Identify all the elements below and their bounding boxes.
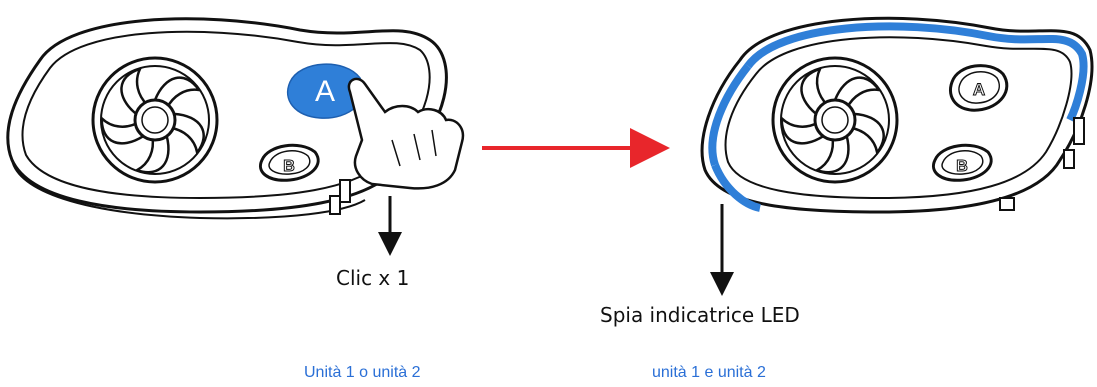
right-button-b: B <box>932 143 993 182</box>
left-caption: Unità 1 o unità 2 <box>304 364 421 381</box>
right-caption: unità 1 e unità 2 <box>652 364 766 381</box>
right-side-buttons <box>999 117 1085 211</box>
left-device: A B <box>6 17 465 256</box>
led-indicator-label: Spia indicatrice LED <box>600 303 800 327</box>
left-button-a-label: A <box>315 75 335 108</box>
right-button-b-label: B <box>956 158 968 175</box>
left-side-buttons <box>329 179 351 215</box>
left-button-b-label: B <box>283 158 295 175</box>
led-ring-left <box>708 63 752 167</box>
right-device: A B <box>700 16 1094 296</box>
left-button-b: B <box>259 143 320 182</box>
led-ring <box>711 22 1088 212</box>
click-label: Clic x 1 <box>336 266 410 290</box>
fan-icon <box>91 56 219 184</box>
right-device-inner-shell <box>724 36 1073 200</box>
hand-pointer-icon <box>347 77 465 190</box>
left-button-a: A <box>286 63 365 119</box>
right-button-a: A <box>949 64 1009 112</box>
right-button-a-label: A <box>973 80 985 99</box>
fan-icon <box>771 56 899 184</box>
